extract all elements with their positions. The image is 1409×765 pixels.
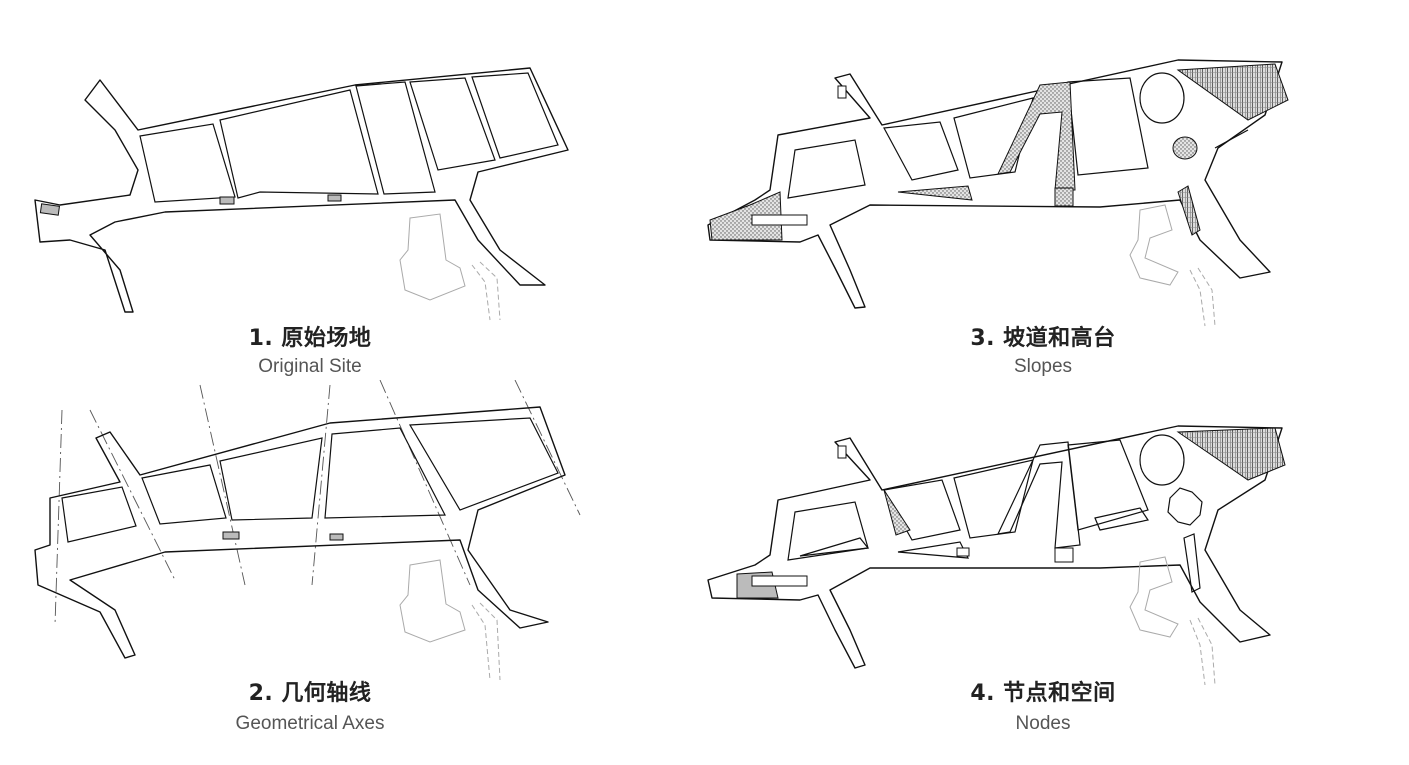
panel-subtitle: Geometrical Axes — [235, 713, 385, 734]
diagram-geometrical-axes: 2. 几何轴线 Geometrical Axes — [0, 380, 700, 765]
panel-subtitle: Slopes — [1013, 356, 1073, 377]
panel-subtitle: Original Site — [258, 356, 362, 377]
diagram-original-site: 1. 原始场地 Original Site — [0, 0, 700, 380]
panel-title: 2. 几何轴线 — [248, 681, 372, 706]
panel-title: 3. 坡道和高台 — [970, 326, 1116, 351]
panel-title: 1. 原始场地 — [248, 326, 372, 351]
panel-subtitle: Nodes — [1015, 713, 1071, 734]
diagram-slopes: 3. 坡道和高台 Slopes — [700, 0, 1409, 380]
site-plan-1 — [34, 67, 569, 321]
panel-title: 4. 节点和空间 — [970, 681, 1116, 706]
site-plan-3 — [707, 59, 1289, 327]
site-plan-4 — [707, 425, 1286, 686]
diagram-nodes: 4. 节点和空间 Nodes — [700, 380, 1409, 765]
site-plan-2 — [34, 380, 581, 681]
